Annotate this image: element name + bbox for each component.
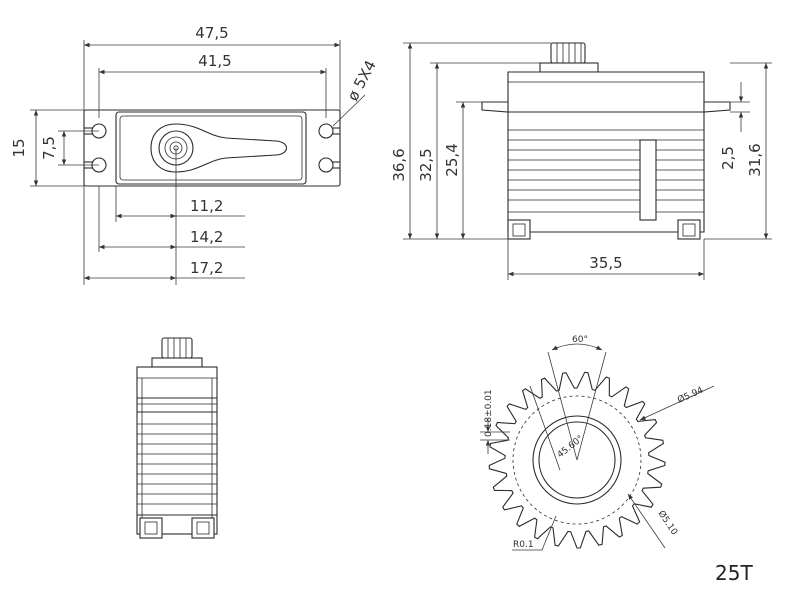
side-flange-left: [481, 101, 509, 113]
side-body: [507, 71, 705, 233]
dim-outer-diameter: Ø5.94: [676, 385, 706, 406]
top-view: 47,5 41,5 ø 5X4 1: [10, 24, 380, 285]
front-spline: [161, 337, 193, 359]
dim-height: 15: [10, 138, 28, 157]
dim-hole-diameter: ø 5X4: [344, 57, 380, 104]
side-spline: [550, 42, 586, 64]
servo-horn: [150, 123, 288, 173]
spline-bore-inner: [538, 421, 616, 499]
side-foot-left: [507, 219, 531, 240]
front-foot-right: [191, 517, 215, 539]
front-body: [136, 366, 218, 535]
front-view: [136, 337, 218, 539]
front-foot-left: [139, 517, 163, 539]
dim-hole-pitch: 7,5: [40, 136, 58, 160]
side-foot-right: [677, 219, 701, 240]
dim-shaft-offset-1: 11,2: [190, 197, 223, 215]
dim-flange-thickness: 2,5: [719, 146, 737, 170]
side-ribs: [508, 129, 704, 213]
dim-hole-spacing: 41,5: [198, 52, 231, 70]
gear-teeth: [488, 371, 666, 549]
dim-angle: 60°: [572, 335, 588, 345]
dim-shaft-offset-2: 14,2: [190, 228, 223, 246]
mount-hole-right-top: [318, 123, 340, 139]
dim-tooth-tolerance: 0.18±0.01: [484, 389, 494, 437]
dim-root-diameter: Ø5.10: [656, 509, 680, 538]
dim-mount-height: 25,4: [443, 143, 461, 176]
top-flange: [83, 109, 341, 187]
side-flange-right: [703, 101, 731, 113]
dim-body-width: 35,5: [589, 254, 622, 272]
front-ribs: [137, 423, 217, 505]
side-cable-exit: [639, 139, 657, 221]
dim-body-height: 32,5: [417, 148, 435, 181]
side-view: 36,6 32,5 25,4 2,5 31,6 35,5: [390, 42, 772, 280]
spline-detail: 60° Ø5.94 45.60° 0.18±0.01 Ø5.10 R0.1 25…: [480, 335, 753, 585]
tooth-count-label: 25T: [715, 561, 753, 585]
dim-overall-length: 47,5: [195, 24, 228, 42]
dim-shaft-offset-3: 17,2: [190, 259, 223, 277]
dim-radius: R0.1: [513, 540, 534, 550]
mount-hole-right-bottom: [318, 157, 340, 173]
dim-total-height: 36,6: [390, 148, 408, 181]
spline-bore-outer: [532, 415, 622, 505]
dim-upper-height: 31,6: [746, 143, 764, 176]
